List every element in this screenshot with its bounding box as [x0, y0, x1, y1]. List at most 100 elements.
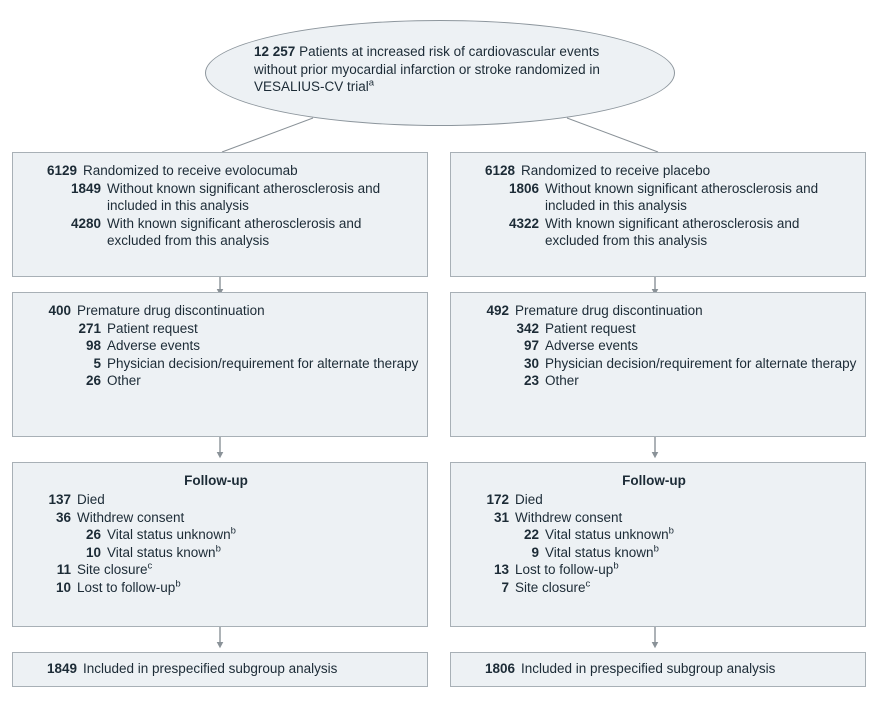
flow-row-count: 10: [85, 544, 101, 560]
flow-row-label: Adverse events: [107, 338, 201, 354]
flow-row-label: Vital status unknownb: [107, 525, 236, 543]
flow-row: 22 Vital status unknownb: [451, 526, 857, 544]
flow-row-label: Died: [515, 492, 543, 507]
flow-row-count: 23: [523, 373, 539, 389]
flow-row-label: Vital status unknownb: [545, 525, 674, 543]
enrollment-label: Patients at increased risk of cardiovasc…: [254, 44, 600, 94]
flow-row-label: Physician decision/requirement for alter…: [545, 355, 857, 371]
connector-ellipse-to-right-arm: [566, 117, 659, 153]
flow-row: 4322 With known significant atheroscleros…: [451, 215, 857, 250]
flow-row: 7 Site closurec: [451, 579, 857, 597]
flow-row-label: Premature drug discontinuation: [515, 303, 703, 318]
footnote-marker-b: b: [653, 543, 659, 555]
flow-row-label: Site closurec: [515, 578, 591, 595]
flow-row-count: 13: [493, 562, 509, 578]
flow-row-count: 26: [85, 527, 101, 543]
flow-row-label: With known significant atherosclerosis a…: [107, 215, 362, 249]
flow-row-count: 4280: [70, 215, 101, 231]
flow-row-count: 137: [48, 492, 71, 507]
flow-row: 6129 Randomized to receive evolocumab: [13, 162, 419, 180]
flow-row-count: 97: [523, 338, 539, 354]
connector-ellipse-to-left-arm: [221, 117, 314, 153]
flow-row-label: Randomized to receive evolocumab: [83, 163, 298, 178]
flow-row: 10 Lost to follow-upb: [13, 579, 419, 597]
flow-row-label: Other: [107, 373, 141, 389]
flow-row: 97 Adverse events: [451, 337, 857, 355]
flow-row-label: Vital status knownb: [545, 543, 659, 560]
flow-row-label: Withdrew consent: [515, 509, 623, 525]
flow-row-count: 30: [523, 355, 539, 371]
enrollment-text: 12 257 Patients at increased risk of car…: [254, 43, 634, 96]
flow-row-label: Without known significant atherosclerosi…: [545, 180, 819, 214]
footnote-marker-b: b: [215, 543, 221, 555]
flow-row-label: Other: [545, 373, 579, 389]
footnote-marker-b: b: [613, 560, 619, 572]
flow-row-label: Lost to follow-upb: [77, 578, 181, 595]
footnote-marker-c: c: [147, 560, 153, 572]
flow-row-count: 1849: [46, 661, 77, 676]
flow-row: 98 Adverse events: [13, 337, 419, 355]
flow-row: 400 Premature drug discontinuation: [13, 302, 419, 320]
flow-row-label: Included in prespecified subgroup analys…: [83, 661, 338, 676]
flow-row-count: 400: [48, 303, 71, 318]
flow-row: 30 Physician decision/requirement for alt…: [451, 355, 857, 373]
flow-row: 11 Site closurec: [13, 561, 419, 579]
flow-row: 26 Vital status unknownb: [13, 526, 419, 544]
footnote-marker-c: c: [585, 578, 591, 590]
flow-row: 1849 Included in prespecified subgroup an…: [13, 660, 419, 678]
flow-row-count: 36: [55, 509, 71, 525]
enrollment-node: 12 257 Patients at increased risk of car…: [205, 20, 675, 126]
flow-row-count: 98: [85, 338, 101, 354]
flow-row-label: With known significant atherosclerosis a…: [545, 215, 800, 249]
flow-row-label: Patient request: [107, 320, 198, 336]
flow-row: 4280 With known significant atheroscleros…: [13, 215, 419, 250]
flow-row-count: 6128: [484, 163, 515, 178]
footnote-marker-b: b: [668, 525, 674, 537]
flow-row-count: 5: [93, 355, 101, 371]
flow-row-count: 1806: [484, 661, 515, 676]
left-analysis-rows: 1849 Included in prespecified subgroup an…: [13, 653, 427, 685]
flow-row-label: Site closurec: [77, 560, 153, 578]
flow-row-count: 4322: [508, 215, 539, 231]
enrollment-count: 12 257: [254, 44, 296, 59]
left-analysis-box: 1849 Included in prespecified subgroup an…: [12, 652, 428, 687]
flow-row-label: Premature drug discontinuation: [77, 303, 265, 318]
flow-row-label: Physician decision/requirement for alter…: [107, 355, 419, 371]
flow-row: 23 Other: [451, 372, 857, 390]
flow-row-label: Adverse events: [545, 338, 639, 354]
flow-row-count: 6129: [46, 163, 77, 178]
flow-row: 5 Physician decision/requirement for alte…: [13, 355, 419, 373]
flow-row-count: 7: [501, 579, 509, 595]
flow-row-count: 31: [493, 509, 509, 525]
flow-row-count: 11: [56, 562, 71, 578]
footnote-marker-a: a: [368, 77, 375, 89]
flow-row-label: Died: [77, 492, 105, 507]
flow-row-label: Patient request: [545, 320, 636, 336]
flow-row-label: Vital status knownb: [107, 543, 221, 560]
flow-row-count: 10: [55, 579, 71, 595]
flow-row-count: 22: [523, 527, 539, 543]
footnote-marker-b: b: [230, 525, 236, 537]
flow-row-label: Randomized to receive placebo: [521, 163, 711, 178]
flow-row-label: Withdrew consent: [77, 509, 185, 525]
